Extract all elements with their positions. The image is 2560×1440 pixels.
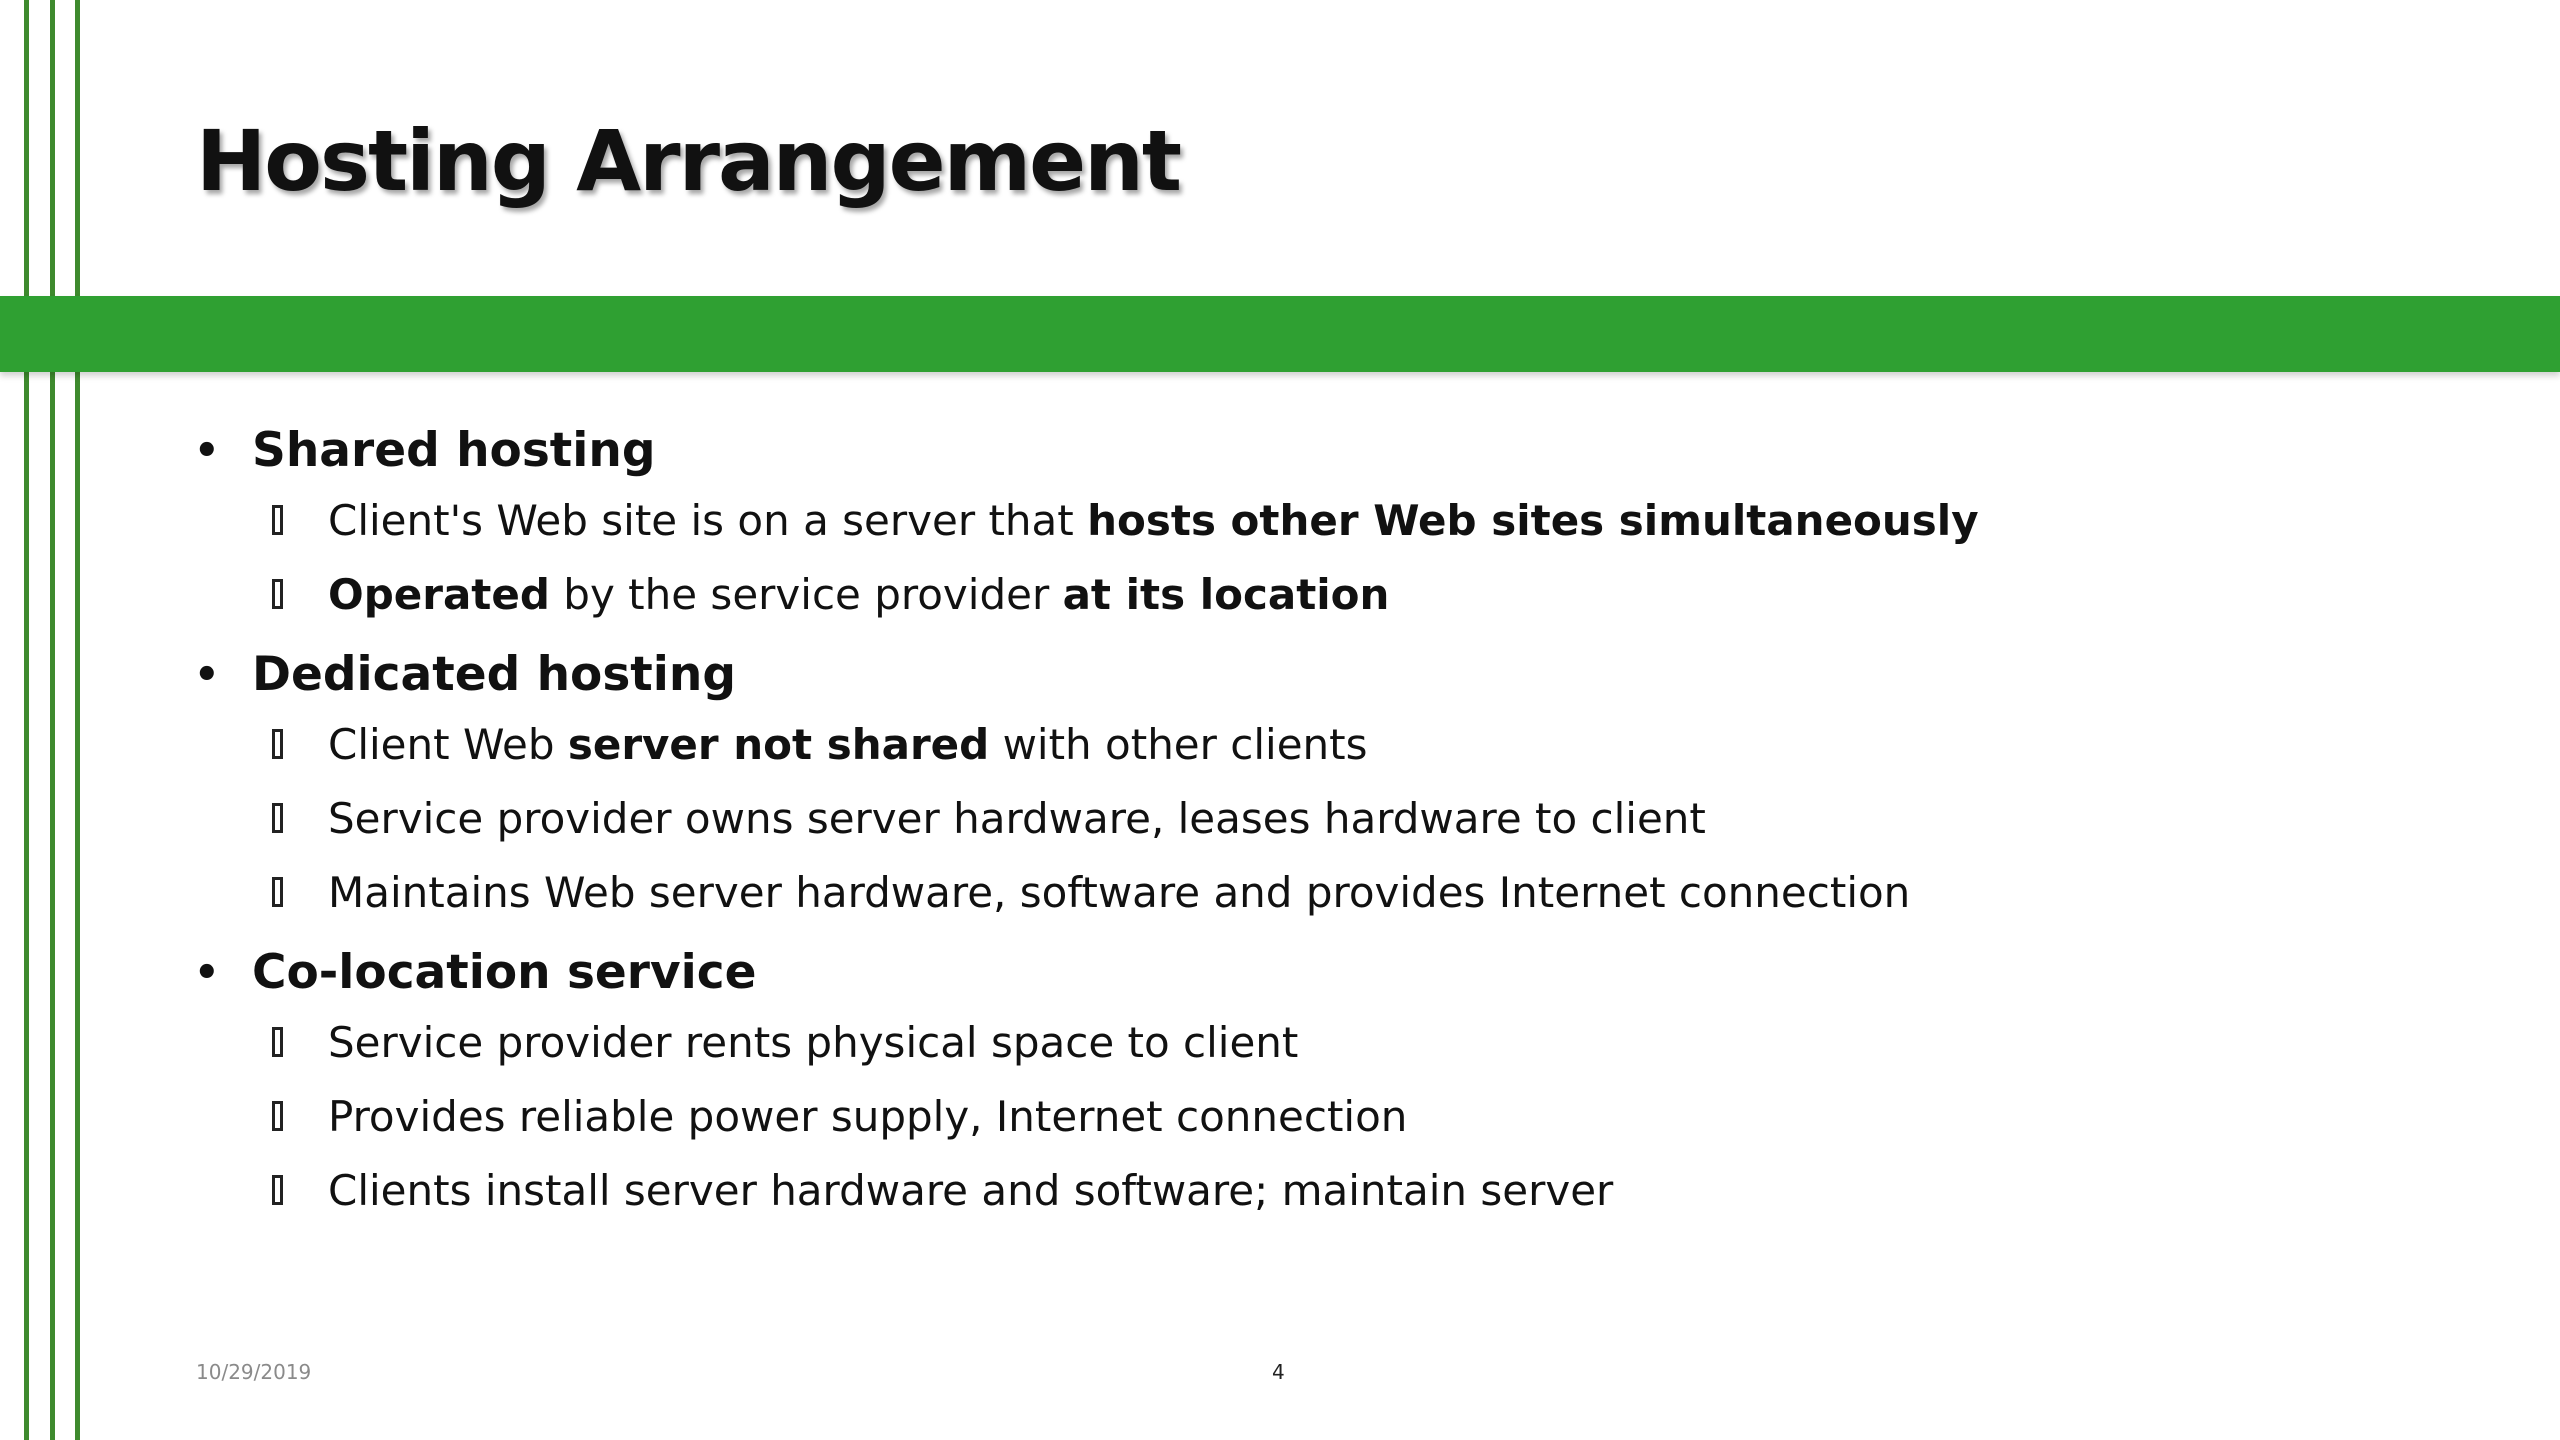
section-heading-text: Dedicated hosting bbox=[252, 647, 736, 702]
slide-title: Hosting Arrangement bbox=[196, 112, 1182, 210]
square-bullet-icon bbox=[272, 877, 283, 907]
emphasis-text: Operated bbox=[328, 570, 550, 619]
sub-bullet-item: Provides reliable power supply, Internet… bbox=[190, 1080, 2390, 1154]
section-heading-co-location-service: • Co-location service bbox=[190, 940, 2390, 1006]
text-run: Clients install server hardware and soft… bbox=[328, 1166, 1614, 1215]
sub-bullet-item: Service provider owns server hardware, l… bbox=[190, 782, 2390, 856]
accent-band bbox=[0, 296, 2560, 372]
decorative-vertical-line bbox=[24, 0, 29, 1440]
bullet-dot-icon: • bbox=[194, 428, 220, 474]
text-run: Maintains Web server hardware, software … bbox=[328, 868, 1911, 917]
bullet-dot-icon: • bbox=[194, 652, 220, 698]
sub-bullet-text: Service provider owns server hardware, l… bbox=[328, 782, 1706, 856]
footer-date: 10/29/2019 bbox=[196, 1360, 312, 1384]
sub-bullet-text: Service provider rents physical space to… bbox=[328, 1006, 1298, 1080]
emphasis-text: hosts other Web sites simultaneously bbox=[1087, 496, 1979, 545]
square-bullet-icon bbox=[272, 579, 283, 609]
text-run: by the service provider bbox=[549, 570, 1063, 619]
bullet-dot-icon: • bbox=[194, 950, 220, 996]
text-run: Service provider owns server hardware, l… bbox=[328, 794, 1706, 843]
decorative-vertical-line bbox=[50, 0, 55, 1440]
section-heading-dedicated-hosting: • Dedicated hosting bbox=[190, 642, 2390, 708]
section-heading-text: Co-location service bbox=[252, 945, 757, 1000]
text-run: Client Web bbox=[328, 720, 568, 769]
text-run: with other clients bbox=[989, 720, 1368, 769]
sub-bullet-item: Client's Web site is on a server that ho… bbox=[190, 484, 2390, 558]
text-run: Provides reliable power supply, Internet… bbox=[328, 1092, 1408, 1141]
sub-bullet-text: Clients install server hardware and soft… bbox=[328, 1154, 1613, 1228]
sub-bullet-item: Client Web server not shared with other … bbox=[190, 708, 2390, 782]
slide-body: • Shared hosting Client's Web site is on… bbox=[190, 418, 2390, 1228]
square-bullet-icon bbox=[272, 1175, 283, 1205]
sub-bullet-text: Maintains Web server hardware, software … bbox=[328, 856, 1910, 930]
square-bullet-icon bbox=[272, 1101, 283, 1131]
emphasis-text: server not shared bbox=[567, 720, 990, 769]
square-bullet-icon bbox=[272, 803, 283, 833]
text-run: Service provider rents physical space to… bbox=[328, 1018, 1299, 1067]
square-bullet-icon bbox=[272, 729, 283, 759]
emphasis-text: at its location bbox=[1062, 570, 1390, 619]
sub-bullet-item: Operated by the service provider at its … bbox=[190, 558, 2390, 632]
square-bullet-icon bbox=[272, 1027, 283, 1057]
page-number: 4 bbox=[1272, 1360, 1285, 1384]
section-heading-text: Shared hosting bbox=[252, 423, 656, 478]
decorative-vertical-line bbox=[75, 0, 80, 1440]
sub-bullet-item: Maintains Web server hardware, software … bbox=[190, 856, 2390, 930]
sub-bullet-text: Provides reliable power supply, Internet… bbox=[328, 1080, 1407, 1154]
sub-bullet-text: Client Web server not shared with other … bbox=[328, 708, 1368, 782]
sub-bullet-item: Clients install server hardware and soft… bbox=[190, 1154, 2390, 1228]
section-heading-shared-hosting: • Shared hosting bbox=[190, 418, 2390, 484]
text-run: Client's Web site is on a server that bbox=[328, 496, 1088, 545]
sub-bullet-item: Service provider rents physical space to… bbox=[190, 1006, 2390, 1080]
sub-bullet-text: Operated by the service provider at its … bbox=[328, 558, 1389, 632]
sub-bullet-text: Client's Web site is on a server that ho… bbox=[328, 484, 1979, 558]
square-bullet-icon bbox=[272, 505, 283, 535]
